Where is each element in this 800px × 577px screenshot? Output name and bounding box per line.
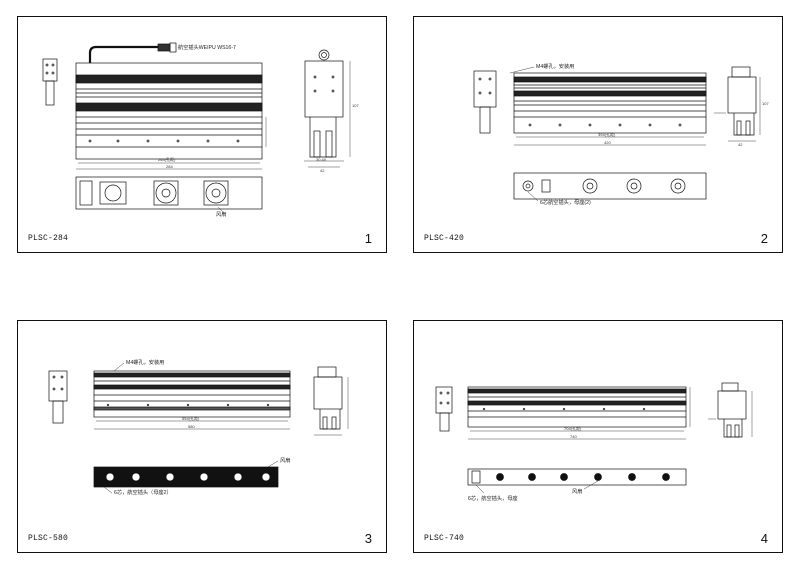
connector-note: 6芯航空插头，母座(2) <box>540 200 591 206</box>
side-view <box>708 382 753 438</box>
hole-pitch-dimension: 394(孔距) <box>598 132 616 137</box>
model-label: PLSC-284 <box>28 234 69 243</box>
sheet-number: 4 <box>760 531 768 546</box>
fan-note: 风扇 <box>216 212 227 218</box>
side-view <box>313 366 349 436</box>
hole-pitch-dimension: 554(孔距) <box>182 416 200 421</box>
drawing-sheet-3: M4螺孔，安装用 风扇 6芯，航空插头（母座2） 554(孔距) 580 PLS… <box>17 320 387 553</box>
hole-pitch-dimension: 704(孔距) <box>564 426 582 431</box>
front-view <box>75 62 267 170</box>
mounting-bracket <box>42 58 58 106</box>
mount-note: M4螺孔，安装用 <box>126 360 165 366</box>
fan-note: 风扇 <box>572 489 583 495</box>
bottom-view <box>513 172 707 202</box>
front-view <box>509 66 707 146</box>
connector-note: 航空插头WEIPU WS16-7 <box>178 45 236 51</box>
mounting-bracket <box>48 370 68 424</box>
drawing-sheet-1: 航空插头WEIPU WS16-7 风扇 264(孔距) 284 107 30.4… <box>17 16 387 253</box>
drawing-sheet-2: M4螺孔，安装用 6芯航空插头，母座(2) 394(孔距) 420 107 42… <box>413 16 783 253</box>
length-dimension: 740 <box>570 434 577 439</box>
connector-note: 6芯，航空插头（母座2） <box>114 490 172 496</box>
hole-pitch-dimension: 264(孔距) <box>158 157 176 162</box>
model-label: PLSC-420 <box>424 234 465 243</box>
width-dimension: 42 <box>738 142 743 147</box>
height-dimension: 107 <box>762 101 769 106</box>
sheet-number: 2 <box>760 231 768 246</box>
front-view <box>467 386 691 440</box>
drawing-sheet-4: 风扇 6芯，航空插头，母座 704(孔距) 740 PLSC-740 4 <box>413 320 783 553</box>
model-label: PLSC-740 <box>424 534 465 543</box>
height-dimension: 107 <box>352 103 359 108</box>
side-view <box>304 49 351 168</box>
bottom-view <box>467 468 687 494</box>
connector-note: 6芯，航空插头，母座 <box>468 496 518 502</box>
model-label: PLSC-580 <box>28 534 69 543</box>
front-view <box>93 362 291 430</box>
width-dimension: 42 <box>320 168 325 173</box>
mounting-bracket <box>473 70 497 134</box>
mounting-bracket <box>435 386 453 432</box>
mount-note: M4螺孔，安装用 <box>536 64 575 70</box>
length-dimension: 580 <box>188 424 195 429</box>
aviation-connector <box>88 42 177 63</box>
length-dimension: 284 <box>166 164 173 169</box>
sheet-number: 1 <box>364 231 372 246</box>
fan-note: 风扇 <box>280 458 291 464</box>
bottom-view <box>93 460 279 494</box>
bottom-view <box>75 176 263 214</box>
drawing-plsc-284 <box>42 42 351 214</box>
side-view <box>714 66 761 142</box>
drawing-plsc-740 <box>435 382 753 494</box>
length-dimension: 420 <box>604 140 611 145</box>
drawing-plsc-580 <box>48 362 349 494</box>
sheet-number: 3 <box>364 531 372 546</box>
side-width-dimension: 30.40 <box>316 157 327 162</box>
drawing-plsc-420 <box>473 66 761 202</box>
